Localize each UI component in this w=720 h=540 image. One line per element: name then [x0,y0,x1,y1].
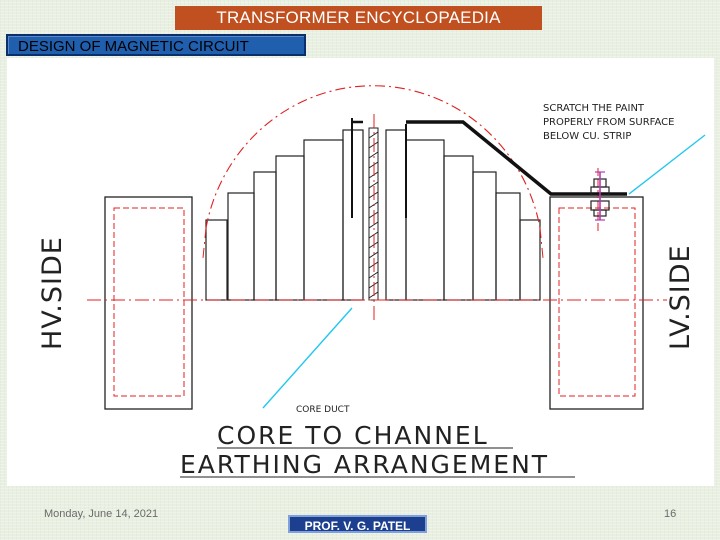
hv-side-label: HV.SIDE [37,236,68,350]
lv-coil-inner [558,207,636,397]
scratch-note-leader [628,134,706,195]
lv-coil-block [549,196,644,410]
footer-page-number: 16 [664,508,677,520]
section-title: DESIGN OF MAGNETIC CIRCUIT [6,34,306,56]
lv-side-label: LV.SIDE [665,244,696,350]
bolt-assembly [590,171,610,221]
hv-coil-inner [113,207,185,397]
scratch-note-line-2: PROPERLY FROM SURFACE [543,117,674,128]
caption-line-2: EARTHING ARRANGEMENT [180,450,549,479]
earthing-diagram: HV.SIDE LV.SIDE SCRATCH THE PAINT PROPER… [7,58,714,486]
footer-author: PROF. V. G. PATEL [288,515,427,533]
footer-date: Monday, June 14, 2021 [44,508,159,520]
core-duct-label: CORE DUCT [296,405,350,415]
core-duct-leader [262,307,353,409]
hv-coil-block [104,196,193,410]
scratch-note-line-3: BELOW CU. STRIP [543,131,631,142]
scratch-note-line-1: SCRATCH THE PAINT [543,103,645,114]
caption-line-1: CORE TO CHANNEL [217,421,489,450]
copper-earthing-strip [351,118,627,218]
slide-title: TRANSFORMER ENCYCLOPAEDIA [175,6,542,30]
